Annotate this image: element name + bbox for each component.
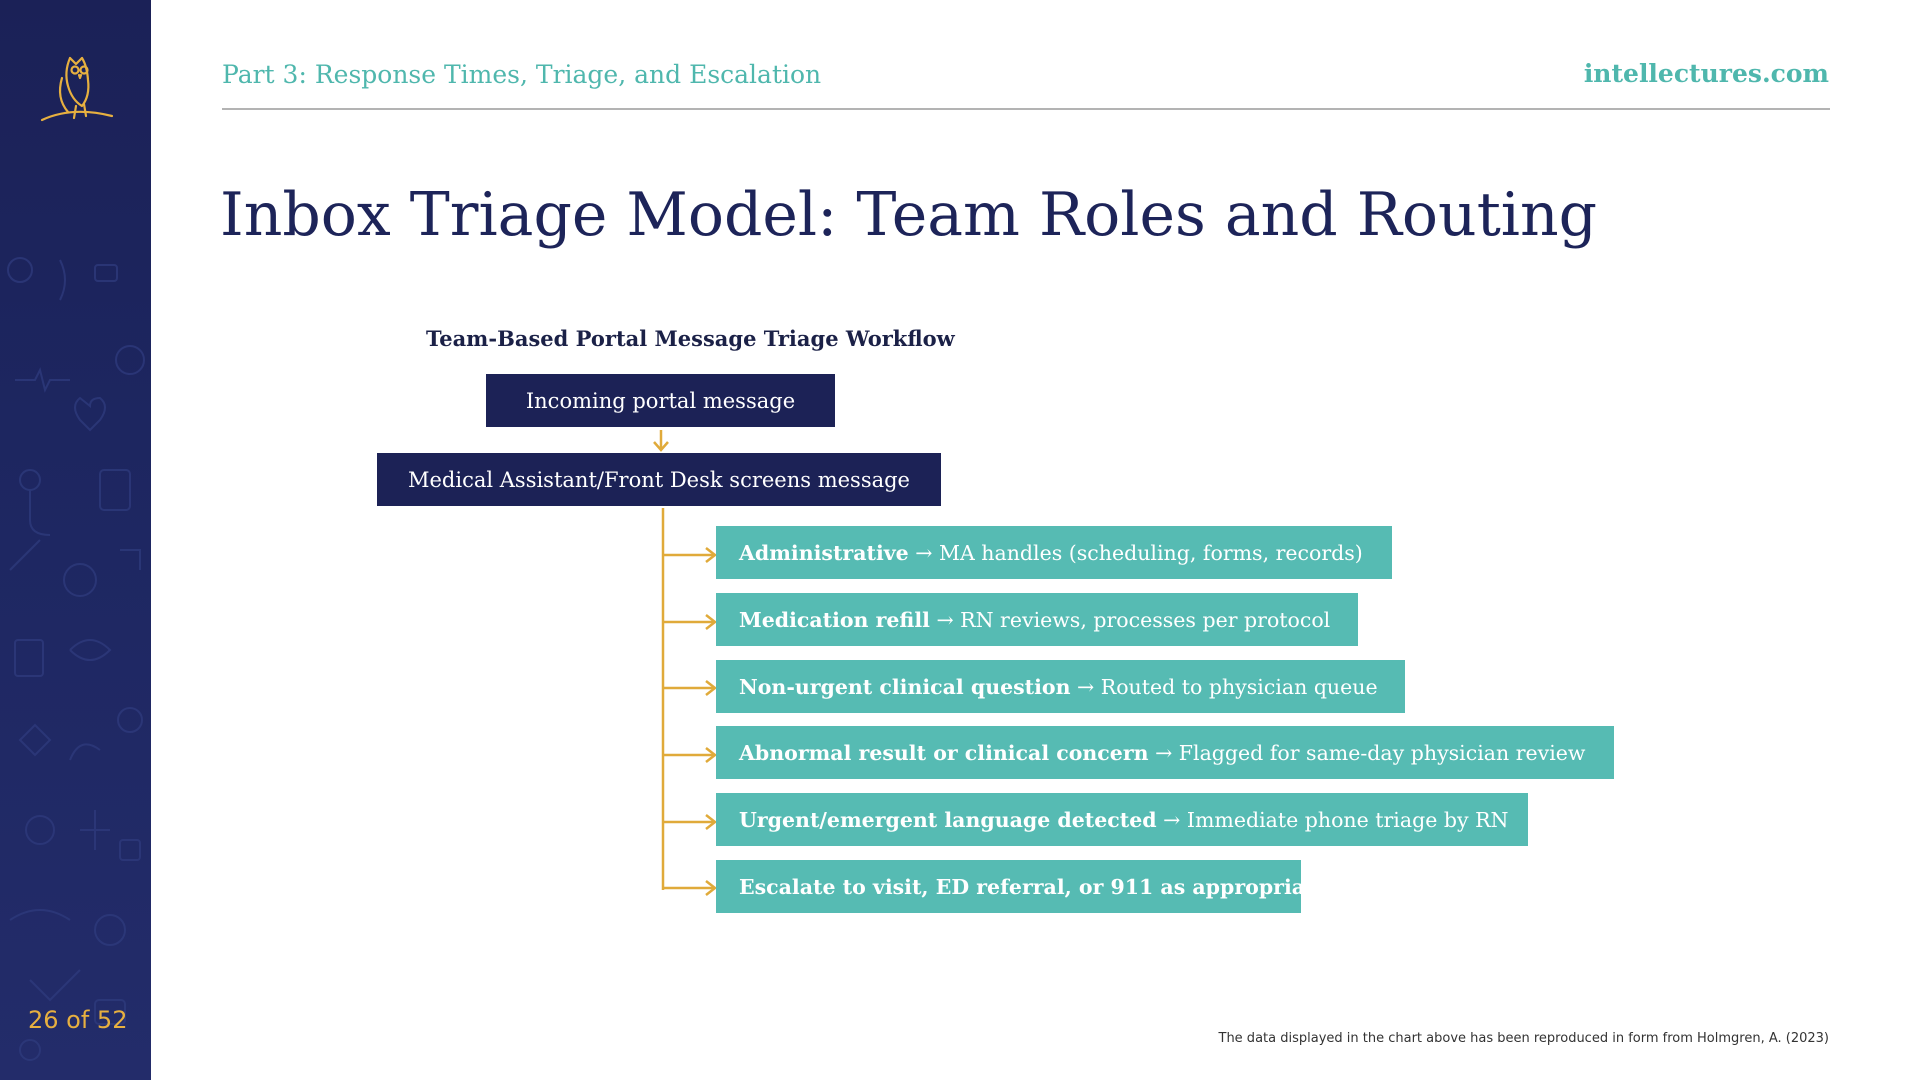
route-non-urgent: Non-urgent clinical question → Routed to… bbox=[716, 660, 1405, 713]
route-category: Medication refill bbox=[739, 607, 930, 632]
route-category: Administrative bbox=[739, 540, 909, 565]
route-urgent: Urgent/emergent language detected → Imme… bbox=[716, 793, 1528, 846]
medical-pattern-background bbox=[7, 257, 145, 1061]
header-divider bbox=[222, 108, 1830, 110]
route-category: Abnormal result or clinical concern bbox=[739, 740, 1149, 765]
screening-node: Medical Assistant/Front Desk screens mes… bbox=[377, 453, 941, 506]
screening-node-label: Medical Assistant/Front Desk screens mes… bbox=[407, 467, 910, 492]
page-indicator: 26 of 52 bbox=[28, 1006, 128, 1034]
route-category: Non-urgent clinical question bbox=[739, 674, 1071, 699]
site-link[interactable]: intellectures.com bbox=[1583, 59, 1829, 88]
route-action: MA handles (scheduling, forms, records) bbox=[938, 540, 1363, 565]
route-medication-refill: Medication refill → RN reviews, processe… bbox=[716, 593, 1358, 646]
route-arrow: → bbox=[1163, 807, 1181, 832]
route-abnormal-result: Abnormal result or clinical concern → Fl… bbox=[716, 726, 1614, 779]
route-action: Immediate phone triage by RN bbox=[1186, 807, 1509, 832]
route-action: Flagged for same-day physician review bbox=[1178, 740, 1586, 765]
route-administrative: Administrative → MA handles (scheduling,… bbox=[716, 526, 1392, 579]
start-node: Incoming portal message bbox=[486, 374, 835, 427]
route-category: Escalate to visit, ED referral, or 911 a… bbox=[739, 874, 1328, 899]
sidebar: 26 of 52 bbox=[0, 0, 151, 1080]
route-escalate: Escalate to visit, ED referral, or 911 a… bbox=[716, 860, 1328, 913]
route-category: Urgent/emergent language detected bbox=[739, 807, 1157, 832]
route-arrow: → bbox=[936, 607, 954, 632]
route-action: RN reviews, processes per protocol bbox=[960, 607, 1331, 632]
diagram-title: Team-Based Portal Message Triage Workflo… bbox=[426, 326, 955, 351]
page-title: Inbox Triage Model: Team Roles and Routi… bbox=[220, 180, 1598, 250]
route-arrow: → bbox=[915, 540, 933, 565]
section-header: Part 3: Response Times, Triage, and Esca… bbox=[222, 60, 822, 89]
route-arrow: → bbox=[1155, 740, 1173, 765]
start-node-label: Incoming portal message bbox=[525, 388, 796, 413]
route-action: Routed to physician queue bbox=[1100, 674, 1378, 699]
route-arrow: → bbox=[1077, 674, 1095, 699]
owl-icon bbox=[40, 56, 114, 122]
source-footnote: The data displayed in the chart above ha… bbox=[1218, 1031, 1830, 1046]
